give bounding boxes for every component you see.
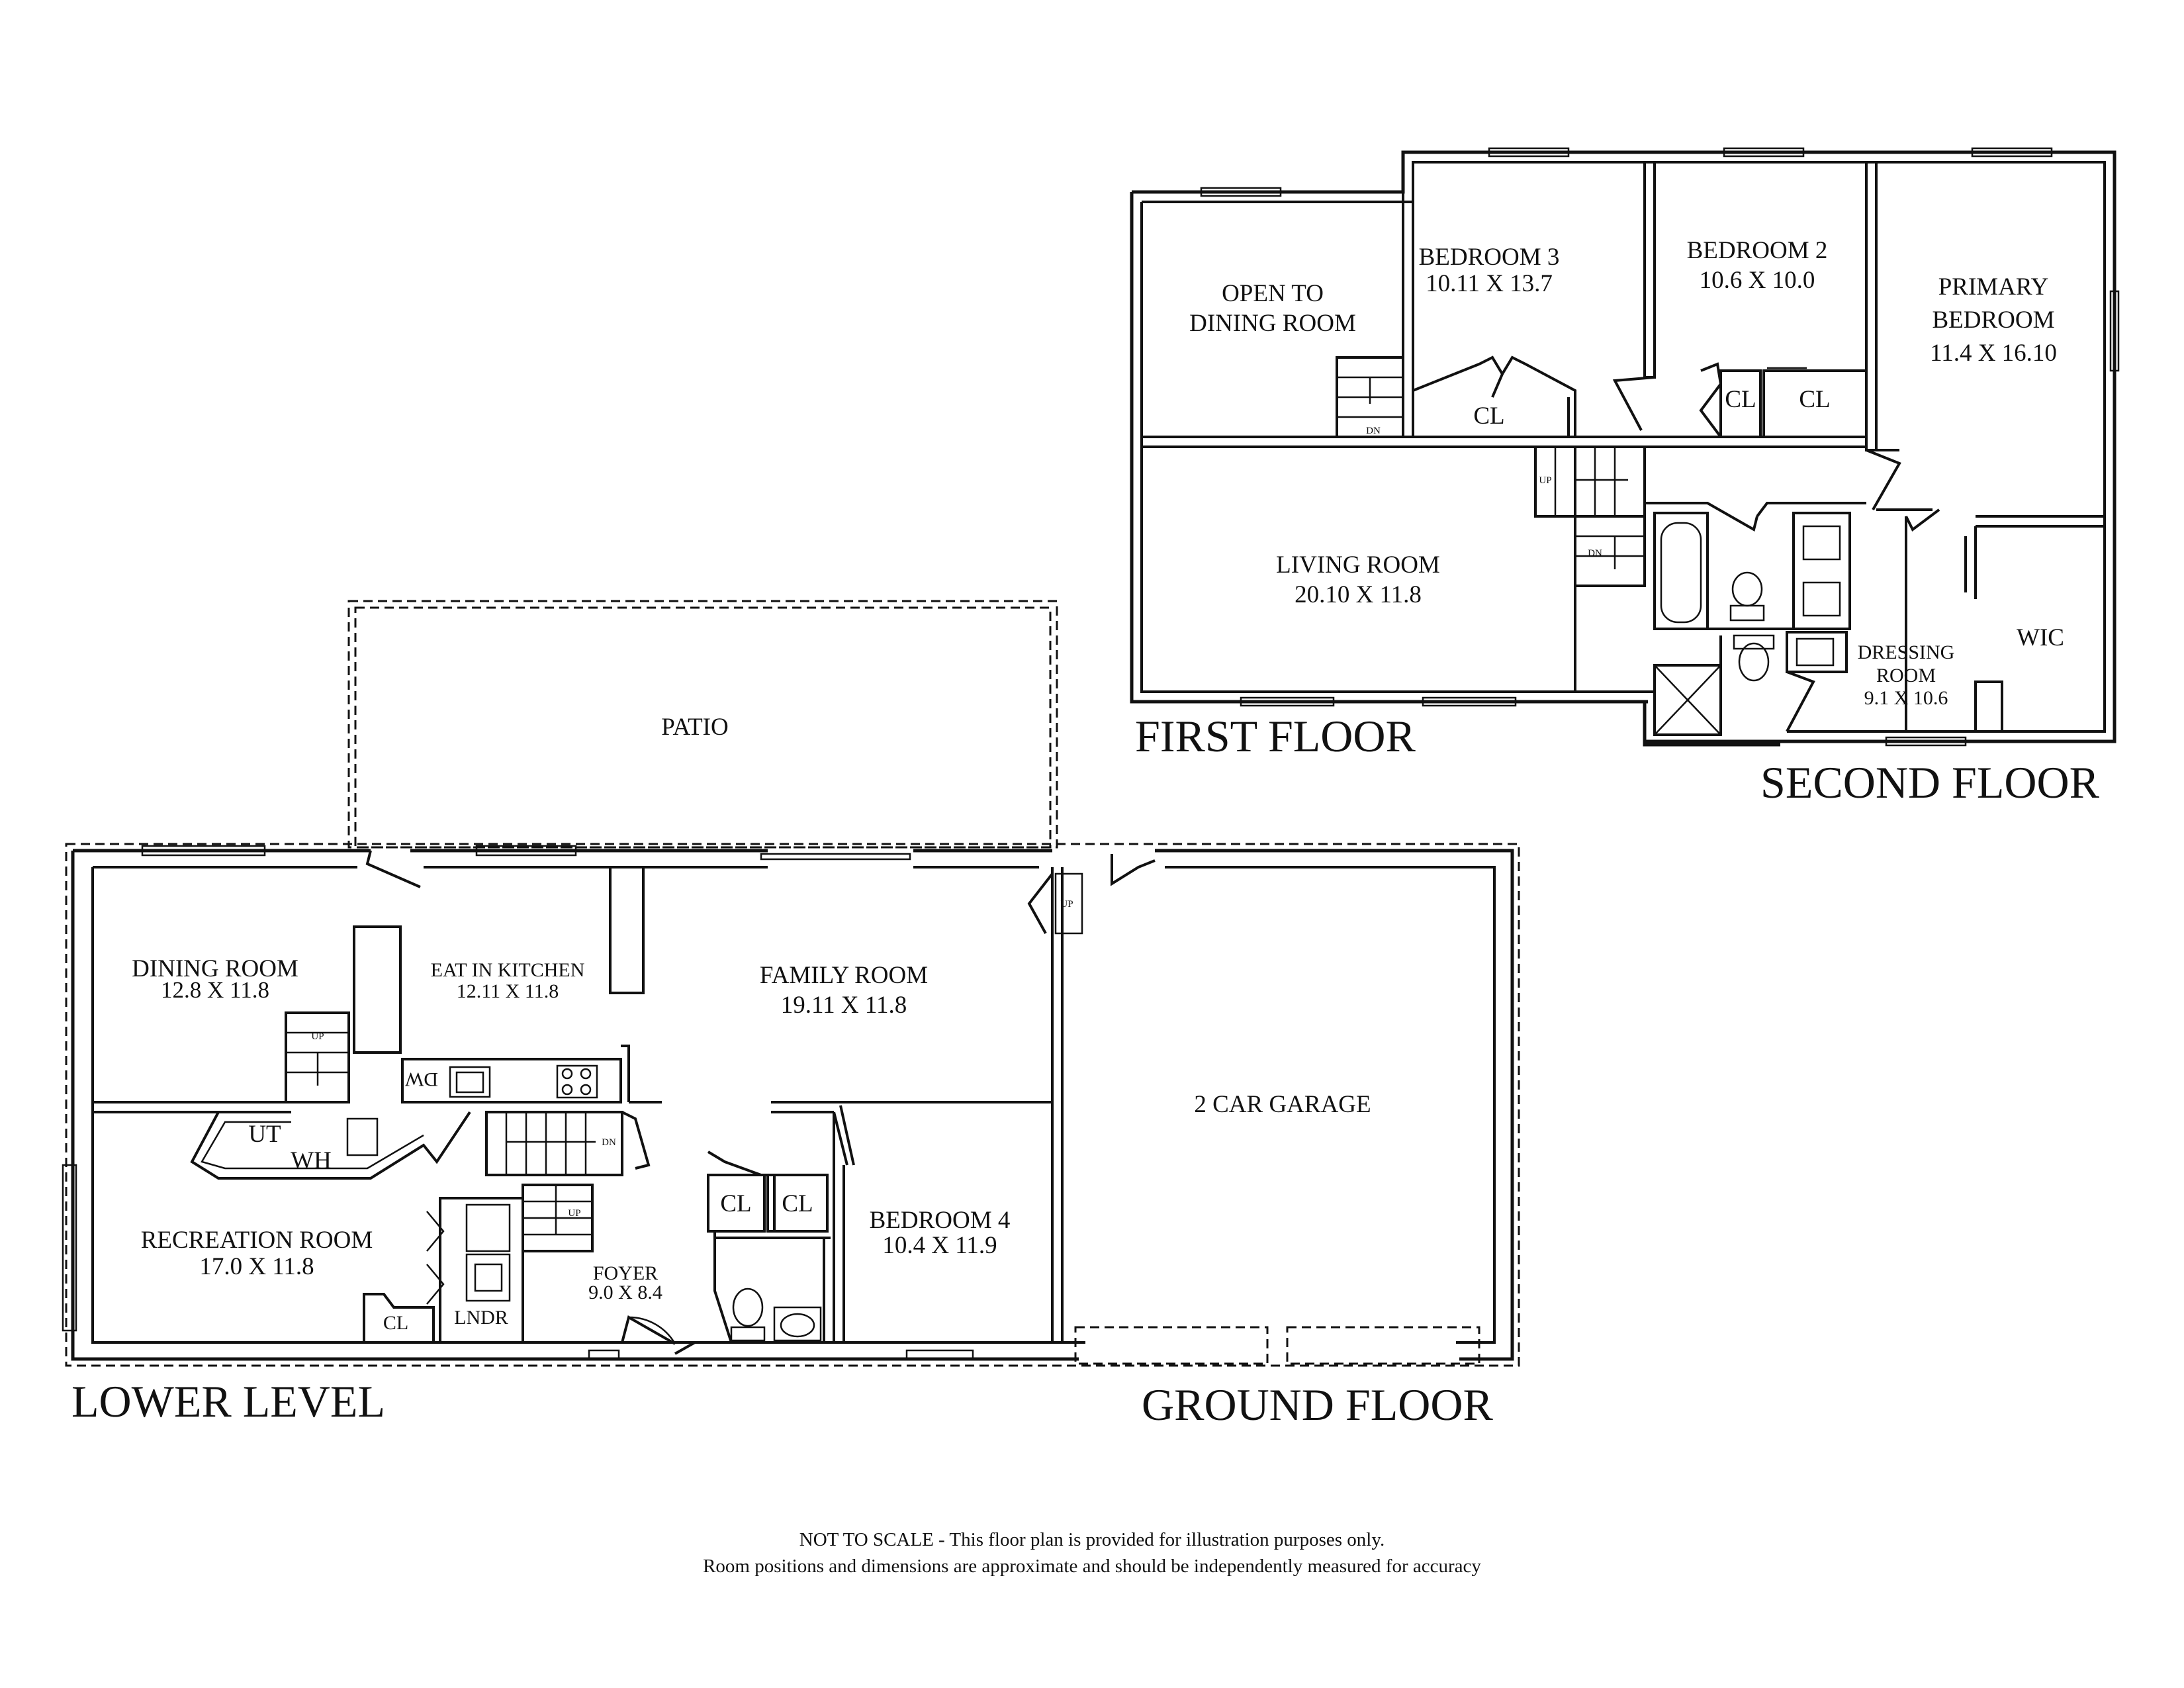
dressing-room-dim: 9.1 X 10.6 [1864, 687, 1948, 709]
primary-bedroom-line2: BEDROOM [1932, 306, 2054, 334]
recreation-room-dim: 17.0 X 11.8 [199, 1253, 314, 1280]
lower-ground-plan: DW UP UT WH DN UP LND [62, 843, 1520, 1367]
closet-2-label: CL [782, 1190, 813, 1217]
open-to-dining-line1: OPEN TO [1222, 280, 1324, 307]
lower-level-title: LOWER LEVEL [71, 1376, 385, 1427]
lndr-label: LNDR [454, 1307, 508, 1329]
dressing-room-line2: ROOM [1876, 665, 1936, 686]
bedroom-2-closet-1-label: CL [1725, 386, 1756, 413]
dining-room-label: DINING ROOM [132, 955, 298, 982]
ut-label: UT [248, 1121, 281, 1148]
bedroom-3-closet-label: CL [1473, 402, 1504, 430]
upper-stairs-up: UP [1539, 475, 1551, 486]
dining-room-dim: 12.8 X 11.8 [161, 977, 269, 1003]
bedroom-2-dim: 10.6 X 10.0 [1700, 267, 1815, 294]
rec-closet-label: CL [383, 1312, 408, 1334]
stairs-up-label-2: UP [568, 1208, 580, 1219]
disclaimer-line-1: NOT TO SCALE - This floor plan is provid… [799, 1529, 1385, 1550]
upper-stairs-dn-1: DN [1366, 426, 1381, 436]
bedroom-4-label: BEDROOM 4 [870, 1207, 1011, 1234]
recreation-room-label: RECREATION ROOM [141, 1227, 373, 1254]
living-room-label: LIVING ROOM [1276, 551, 1440, 579]
upper-stairs-dn-2: DN [1588, 548, 1602, 559]
bedroom-2-label: BEDROOM 2 [1687, 237, 1828, 264]
living-room-dim: 20.10 X 11.8 [1295, 581, 1422, 608]
kitchen-label: EAT IN KITCHEN [431, 959, 585, 981]
open-to-dining-line2: DINING ROOM [1189, 310, 1356, 337]
bedroom-3-dim: 10.11 X 13.7 [1426, 270, 1553, 297]
patio: PATIO [347, 600, 1058, 849]
dw-label: DW [404, 1068, 438, 1090]
closet-1-label: CL [720, 1190, 751, 1217]
kitchen-dim: 12.11 X 11.8 [457, 980, 559, 1002]
primary-bedroom-dim: 11.4 X 16.10 [1930, 340, 2057, 367]
disclaimer-line-2: Room positions and dimensions are approx… [703, 1556, 1481, 1577]
stairs-dn-label: DN [602, 1137, 616, 1148]
wh-label: WH [291, 1147, 332, 1174]
dressing-room-line1: DRESSING [1858, 641, 1955, 663]
wic-label: WIC [2017, 624, 2064, 651]
bedroom-3-label: BEDROOM 3 [1419, 244, 1560, 271]
stairs-up-label-1: UP [311, 1031, 324, 1042]
foyer-label: FOYER [593, 1262, 658, 1284]
second-floor-title: SECOND FLOOR [1760, 757, 2100, 808]
stairs-up-label-3: UP [1060, 899, 1073, 910]
family-room-dim: 19.11 X 11.8 [781, 992, 907, 1019]
ground-floor-title: GROUND FLOOR [1142, 1380, 1493, 1430]
foyer-dim: 9.0 X 8.4 [588, 1282, 662, 1303]
first-floor-title: FIRST FLOOR [1135, 711, 1416, 761]
primary-bedroom-line1: PRIMARY [1938, 273, 2049, 301]
upper-plan: DN UP DN CL CL CL [1130, 147, 2120, 747]
bedroom-4-dim: 10.4 X 11.9 [882, 1232, 997, 1259]
bedroom-2-closet-2-label: CL [1799, 386, 1830, 413]
patio-label: PATIO [661, 714, 728, 741]
family-room-label: FAMILY ROOM [760, 962, 928, 989]
garage-label: 2 CAR GARAGE [1194, 1091, 1371, 1118]
